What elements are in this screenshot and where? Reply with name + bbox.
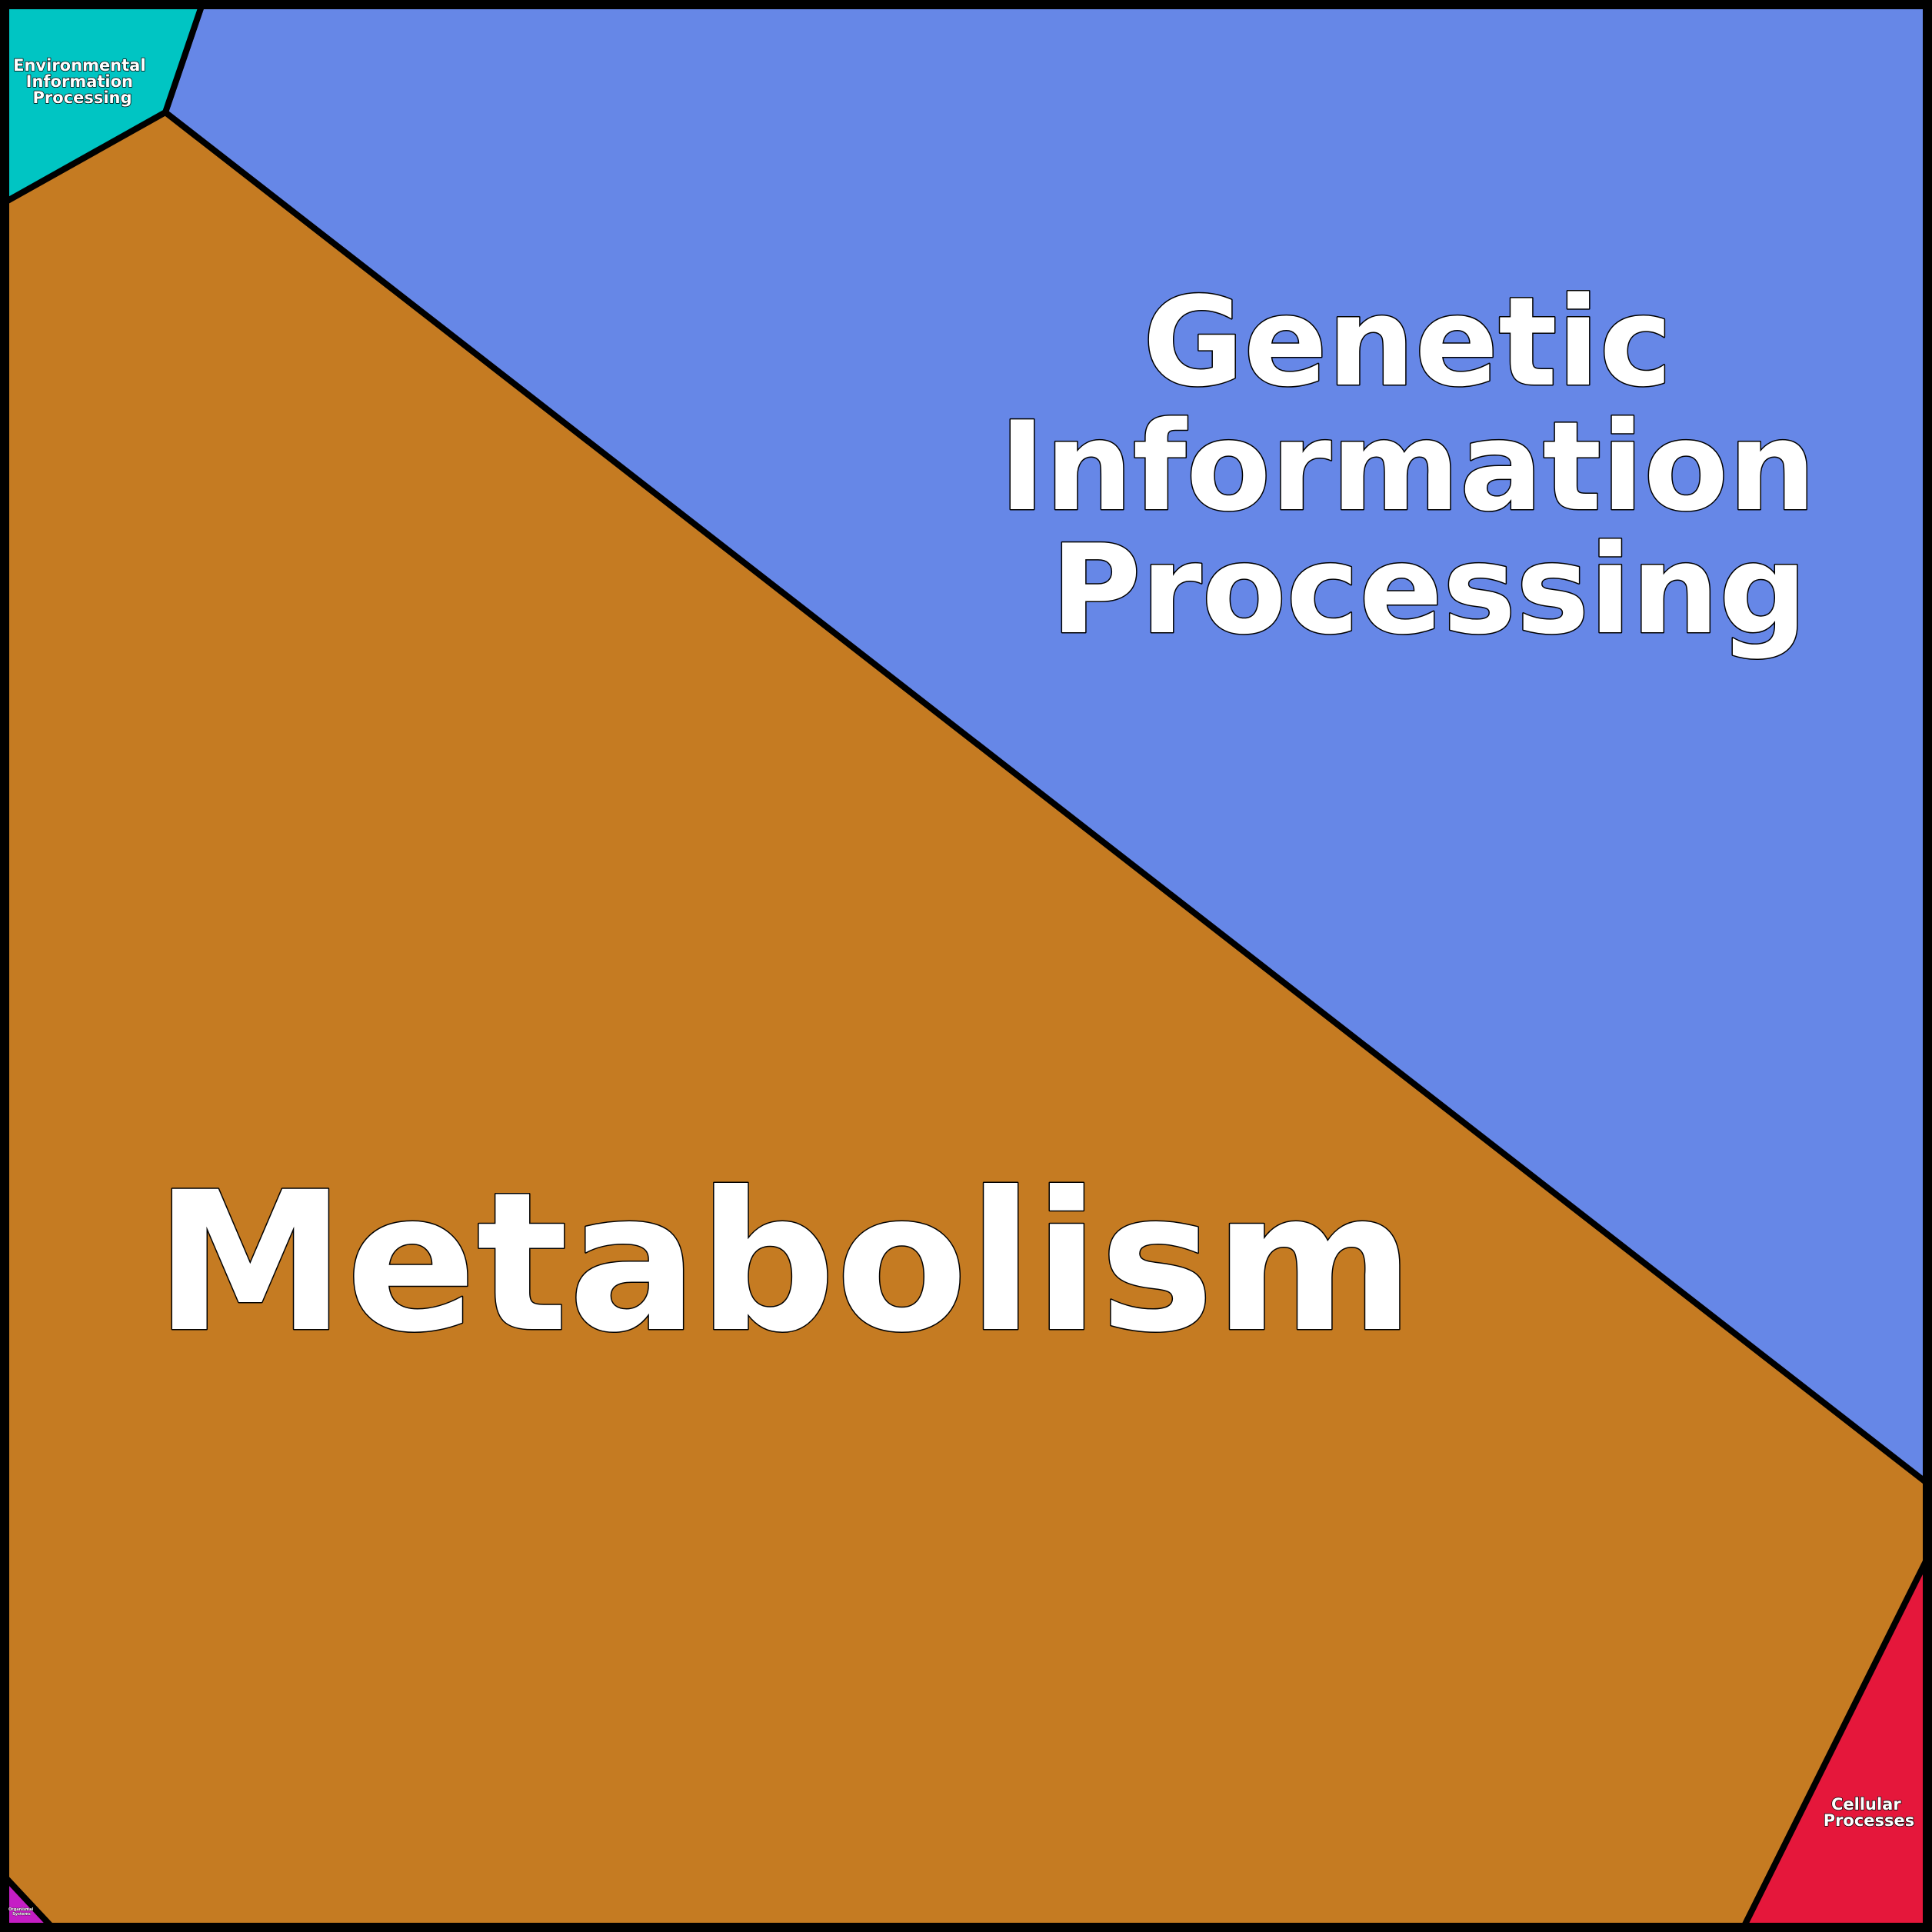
label-cellular-processes: Cellular Processes: [1824, 1795, 1915, 1830]
label-genetic-information-processing: Genetic Information Processing: [999, 270, 1858, 661]
label-organismal-systems: Organismal Systems: [8, 1907, 35, 1917]
label-metabolism: Metabolism: [155, 1151, 1414, 1374]
label-environmental-information-processing: Environmental Information Processing: [13, 56, 152, 107]
